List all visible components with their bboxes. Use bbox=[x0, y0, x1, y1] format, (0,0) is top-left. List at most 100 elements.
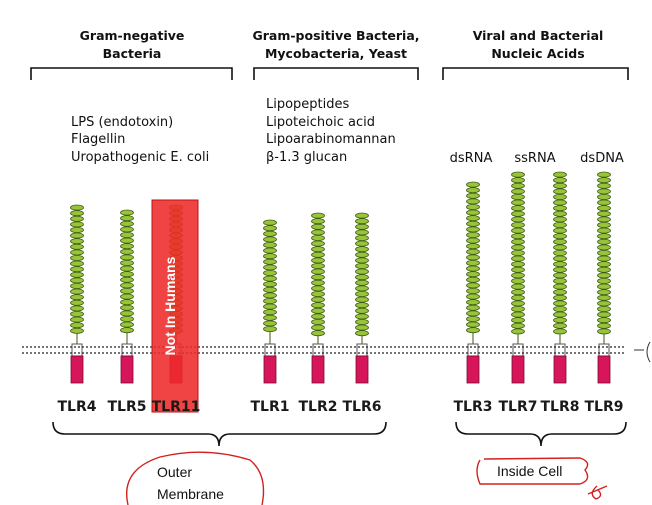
ligand-dsdna: dsDNA bbox=[580, 151, 624, 166]
leucine-repeat bbox=[511, 322, 525, 329]
transmembrane-segment bbox=[71, 343, 83, 357]
leucine-repeat bbox=[70, 299, 84, 306]
leucine-repeat bbox=[511, 328, 525, 335]
leucine-repeat bbox=[70, 266, 84, 273]
leucine-repeat bbox=[511, 317, 525, 324]
cytoplasmic-domain bbox=[263, 355, 277, 384]
tlr-label-tlr7: TLR7 bbox=[499, 399, 538, 415]
leucine-repeat bbox=[466, 271, 480, 278]
bracket-nucleic-acids bbox=[442, 67, 629, 80]
leucine-repeat bbox=[553, 272, 567, 279]
leucine-repeat bbox=[355, 218, 369, 225]
receptor-tlr6 bbox=[355, 212, 369, 384]
leucine-repeat bbox=[120, 243, 134, 250]
leucine-repeat bbox=[70, 310, 84, 317]
not-in-humans-label: Not In Humans bbox=[162, 256, 178, 355]
leucine-repeat bbox=[466, 187, 480, 194]
leucine-repeat bbox=[120, 209, 134, 216]
cytoplasmic-domain bbox=[553, 355, 567, 384]
cytoplasmic-domain bbox=[597, 355, 611, 384]
leucine-repeat bbox=[511, 177, 525, 184]
group-title-gram-positive-line2: Mycobacteria, Yeast bbox=[265, 46, 407, 61]
leucine-repeat bbox=[120, 271, 134, 278]
ligand-uropathogenic-e-coli: Uropathogenic E. coli bbox=[71, 150, 209, 165]
leucine-repeat bbox=[511, 311, 525, 318]
transmembrane-segment bbox=[356, 343, 368, 357]
leucine-repeat bbox=[597, 238, 611, 245]
leucine-repeat bbox=[311, 262, 325, 269]
leucine-repeat bbox=[597, 199, 611, 206]
leucine-repeat bbox=[466, 293, 480, 300]
leucine-repeat bbox=[120, 248, 134, 255]
leucine-repeat bbox=[466, 181, 480, 188]
leucine-repeat bbox=[597, 171, 611, 178]
leucine-repeat bbox=[553, 283, 567, 290]
leucine-repeat bbox=[263, 303, 277, 310]
ligand-lipoarabinomannan: Lipoarabinomannan bbox=[266, 132, 396, 147]
leucine-repeat bbox=[120, 304, 134, 311]
leucine-repeat bbox=[511, 266, 525, 273]
leucine-repeat bbox=[120, 282, 134, 289]
leucine-repeat bbox=[553, 255, 567, 262]
bracket-outer-membrane bbox=[52, 421, 387, 447]
leucine-repeat bbox=[70, 238, 84, 245]
leucine-repeat bbox=[311, 330, 325, 337]
leucine-repeat bbox=[263, 281, 277, 288]
leucine-repeat bbox=[311, 229, 325, 236]
ligand-lipoteichoic-acid: Lipoteichoic acid bbox=[266, 115, 375, 130]
leucine-repeat bbox=[466, 220, 480, 227]
leucine-repeat bbox=[553, 177, 567, 184]
leucine-repeat bbox=[466, 265, 480, 272]
leucine-repeat bbox=[597, 205, 611, 212]
leucine-repeat bbox=[355, 296, 369, 303]
leucine-repeat bbox=[597, 221, 611, 228]
leucine-repeat bbox=[597, 261, 611, 268]
leucine-repeat bbox=[511, 199, 525, 206]
leucine-repeat bbox=[355, 251, 369, 258]
leucine-repeat bbox=[553, 261, 567, 268]
leucine-repeat bbox=[597, 300, 611, 307]
tlr-label-tlr9: TLR9 bbox=[585, 399, 624, 415]
leucine-repeat bbox=[311, 302, 325, 309]
annotation-membrane: Membrane bbox=[157, 486, 224, 502]
receptor-tlr4 bbox=[70, 204, 84, 384]
leucine-repeat bbox=[553, 188, 567, 195]
leucine-repeat bbox=[511, 277, 525, 284]
leucine-repeat bbox=[597, 182, 611, 189]
leucine-repeat bbox=[553, 221, 567, 228]
leucine-repeat bbox=[466, 304, 480, 311]
leucine-repeat bbox=[355, 324, 369, 331]
leucine-repeat bbox=[70, 226, 84, 233]
leucine-repeat bbox=[355, 257, 369, 264]
transmembrane-segment bbox=[312, 343, 324, 357]
leucine-repeat bbox=[355, 285, 369, 292]
leucine-repeat bbox=[355, 268, 369, 275]
leucine-repeat bbox=[597, 210, 611, 217]
leucine-repeat bbox=[70, 243, 84, 250]
leucine-repeat bbox=[511, 249, 525, 256]
leucine-repeat bbox=[70, 260, 84, 267]
leucine-repeat bbox=[466, 192, 480, 199]
leucine-repeat bbox=[355, 240, 369, 247]
leucine-repeat bbox=[355, 274, 369, 281]
leucine-repeat bbox=[311, 290, 325, 297]
leucine-repeat bbox=[70, 215, 84, 222]
leucine-repeat bbox=[511, 261, 525, 268]
leucine-repeat bbox=[597, 193, 611, 200]
leucine-repeat bbox=[263, 269, 277, 276]
group-title-gram-negative-line2: Bacteria bbox=[103, 46, 162, 61]
leucine-repeat bbox=[311, 279, 325, 286]
leucine-repeat bbox=[597, 249, 611, 256]
leucine-repeat bbox=[553, 182, 567, 189]
leucine-repeat bbox=[263, 286, 277, 293]
leucine-repeat bbox=[355, 307, 369, 314]
leucine-repeat bbox=[70, 277, 84, 284]
tlr-label-tlr4: TLR4 bbox=[58, 399, 97, 415]
not-in-humans-overlay bbox=[151, 199, 199, 413]
leucine-repeat bbox=[597, 177, 611, 184]
leucine-repeat bbox=[311, 307, 325, 314]
leucine-repeat bbox=[553, 210, 567, 217]
leucine-repeat bbox=[466, 215, 480, 222]
leucine-repeat bbox=[597, 317, 611, 324]
leucine-repeat bbox=[263, 309, 277, 316]
